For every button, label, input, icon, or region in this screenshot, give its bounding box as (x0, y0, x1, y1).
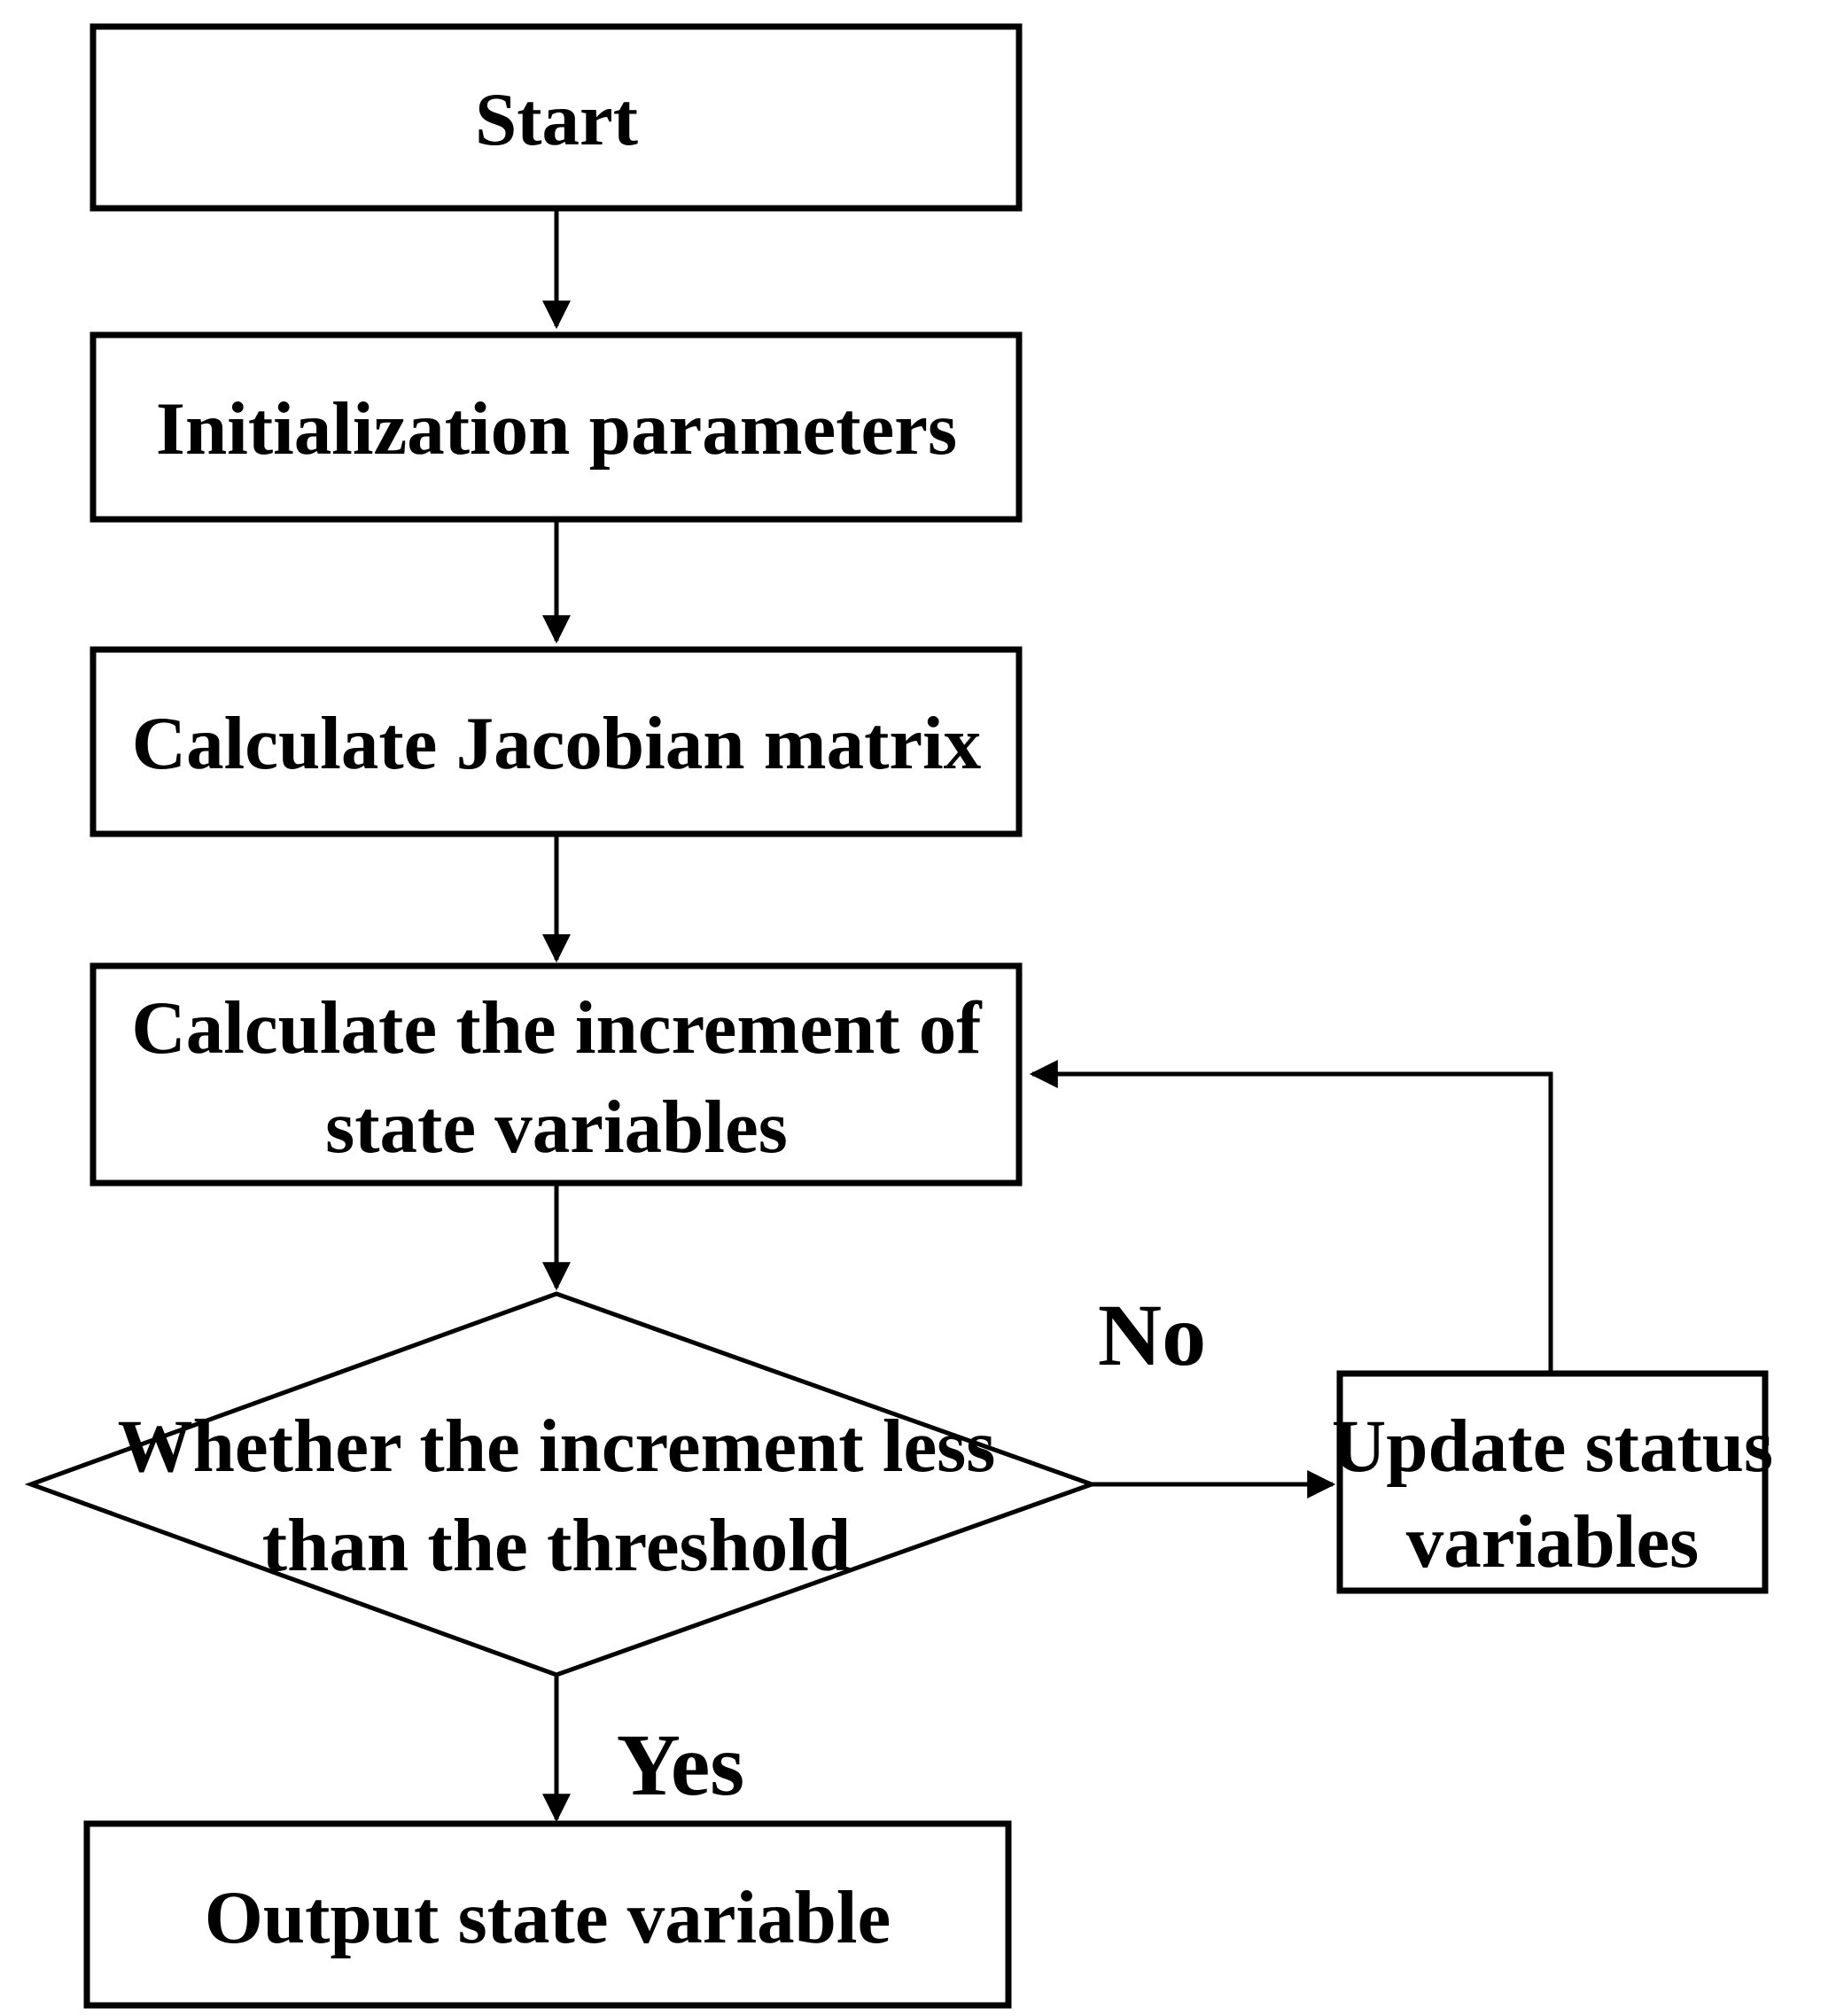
jacobian-node-label: Calculate Jacobian matrix (132, 702, 982, 785)
decision-node (24, 1291, 1099, 1677)
output-node (83, 1820, 1012, 2009)
decision-node-label-line2: than the threshold (262, 1504, 851, 1587)
update-node-label-line2: variables (1406, 1500, 1700, 1584)
increment-node (89, 962, 1023, 1187)
initialization-node (89, 331, 1023, 523)
arrow-update-feedback-to-increment (1029, 1060, 1553, 1374)
start-node (89, 23, 1023, 212)
initialization-node-label: Initialization parameters (156, 387, 957, 471)
yes-branch-label: Yes (617, 1716, 744, 1814)
increment-node-label-line1: Calculate the increment of (131, 986, 983, 1070)
decision-node-label-line1: Whether the increment less (118, 1405, 996, 1488)
increment-node-label-line2: state variables (325, 1086, 788, 1169)
update-node (1336, 1370, 1769, 1594)
jacobian-node (89, 646, 1023, 837)
start-node-label: Start (475, 78, 638, 161)
update-node-label-line1: Update status (1332, 1405, 1773, 1488)
output-node-label: Output state variable (205, 1876, 891, 1959)
no-branch-label: No (1098, 1286, 1206, 1384)
